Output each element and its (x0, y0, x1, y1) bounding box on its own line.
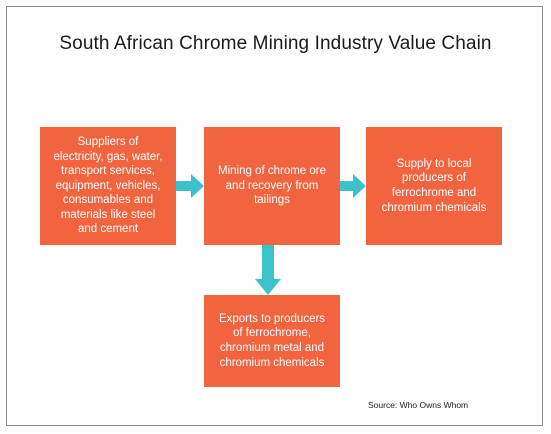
supply-box: Supply to local producers of ferrochrome… (366, 127, 502, 245)
mining-box-text: Mining of chrome ore and recovery from t… (217, 165, 327, 207)
supply-box-text: Supply to local producers of ferrochrome… (381, 157, 487, 214)
arrow-mining-to-exports (255, 245, 281, 295)
exports-box: Exports to producers of ferrochrome, chr… (204, 295, 340, 387)
suppliers-box-text: Suppliers of electricity, gas, water, tr… (53, 135, 163, 236)
diagram-title: South African Chrome Mining Industry Val… (59, 33, 492, 54)
suppliers-box: Suppliers of electricity, gas, water, tr… (40, 127, 176, 245)
mining-box: Mining of chrome ore and recovery from t… (204, 127, 340, 245)
source-note: Source: Who Owns Whom (368, 400, 469, 410)
exports-box-text: Exports to producers of ferrochrome, chr… (218, 312, 326, 369)
arrow-suppliers-to-mining (176, 174, 204, 198)
arrow-mining-to-supply (340, 174, 366, 198)
